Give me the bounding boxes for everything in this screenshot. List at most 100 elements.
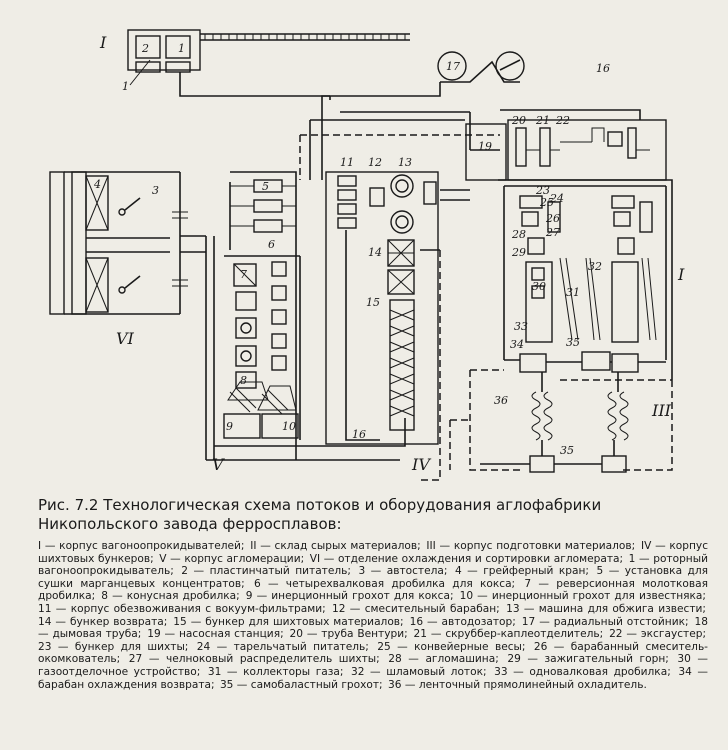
item-number: 19 xyxy=(478,140,492,153)
legend-entry: 10 — инерционный грохот для известняка; xyxy=(459,590,706,603)
item-number: 16 xyxy=(352,428,366,441)
item-number: 34 xyxy=(510,338,524,351)
item-number: 31 xyxy=(566,286,580,299)
item-number: 25 xyxy=(539,196,554,209)
item-number: 29 xyxy=(511,246,526,259)
item-number: 1 xyxy=(122,80,129,93)
legend-entry: 20 — труба Вентури; xyxy=(289,628,408,641)
legend-entry: 6 — четырехвалковая дробилка для кокса; xyxy=(253,577,516,590)
item-number: 10 xyxy=(282,420,296,433)
legend-entry: VI — отделение охлаждения и сортировки а… xyxy=(309,552,624,565)
section-label: IV xyxy=(411,455,431,474)
item-number: 2 xyxy=(141,42,149,55)
legend-entry: 29 — зажигательный горн; xyxy=(507,653,669,666)
item-number: 9 xyxy=(226,420,233,433)
legend-entry: 17 — радиальный отстойник; xyxy=(521,615,689,628)
legend-entry: V — корпус агломерации; xyxy=(159,552,305,565)
legend-entry: III — корпус подготовки материалов; xyxy=(426,540,636,552)
legend-entry: 28 — агломашина; xyxy=(388,653,499,666)
legend-entry: I — корпус вагоноопрокидывателей; xyxy=(38,540,245,552)
main-conveyors xyxy=(180,235,406,461)
legend-entry: 36 — ленточный прямолинейный охладитель. xyxy=(388,678,647,691)
legend-entry: 14 — бункер возврата; xyxy=(38,615,168,628)
legend-entry: 25 — конвейерные весы; xyxy=(377,640,526,653)
item-number: 20 xyxy=(511,114,526,127)
legend-entry: 35 — самобаластный грохот; xyxy=(219,678,383,691)
item-number: 1 xyxy=(178,42,185,55)
legend-entry: 16 — автодозатор; xyxy=(409,615,516,628)
legend-entry: 3 — автостела; xyxy=(358,565,448,578)
flow-diagram: I VI V IV I III 2 1 17 16 3 4 5 6 7 8 9 … xyxy=(49,29,685,481)
section-label: III xyxy=(651,401,672,420)
section-label: I xyxy=(677,265,685,284)
item-number: 23 xyxy=(535,184,550,197)
legend-entry: 13 — машина для обжига извести; xyxy=(506,602,706,615)
legend-entry: 26 — барабанный смеситель-окомкователь; xyxy=(38,640,709,666)
legend-entry: 24 — тарельчатый питатель; xyxy=(196,640,369,653)
item-number: 30 xyxy=(532,280,546,293)
legend-entry: 11 — корпус обезвоживания с вокуум-фильт… xyxy=(38,602,326,615)
legend-entry: 21 — скруббер-каплеотделитель; xyxy=(413,628,604,641)
legend-entry: 7 — реверсионная молотковая дробилка; xyxy=(38,577,709,603)
coolers-block xyxy=(449,372,629,473)
legend-entry: 18 — дымовая труба; xyxy=(38,615,709,641)
legend-entry: 32 — шламовый лоток; xyxy=(351,665,487,678)
legend-entry: 1 — роторный вагоноопрокидыватель; xyxy=(38,552,708,578)
legend-entry: 31 — коллекторы газа; xyxy=(207,665,344,678)
item-number: 35 xyxy=(560,444,574,457)
charge-bunkers-block xyxy=(325,171,470,481)
car-dumper-block xyxy=(127,29,410,86)
figure-caption: Рис. 7.2 Технологическая схема потоков и… xyxy=(38,496,708,691)
legend-entry: II — склад сырых материалов; xyxy=(250,540,421,552)
item-number: 33 xyxy=(514,320,528,333)
item-number: 11 xyxy=(340,156,354,169)
section-vi-block xyxy=(49,171,188,315)
legend-entry: 8 — конусная дробилка; xyxy=(101,590,240,603)
item-number: 3 xyxy=(152,184,159,197)
section-label: V xyxy=(212,455,225,474)
item-number: 6 xyxy=(268,238,275,251)
legend-entry: 15 — бункер для шихтовых материалов; xyxy=(173,615,404,628)
item-number: 8 xyxy=(240,374,247,387)
item-number: 16 xyxy=(596,62,610,75)
legend-entry: 27 — челноковый распределитель шихты; xyxy=(128,653,380,666)
legend-entry: 23 — бункер для шихты; xyxy=(38,640,189,653)
preparation-block xyxy=(223,171,301,460)
top-pipelines xyxy=(179,51,641,180)
agglomeration-block xyxy=(469,179,673,471)
caption-legend: I — корпус вагоноопрокидывателей; II — с… xyxy=(38,540,708,691)
item-number: 14 xyxy=(368,246,382,259)
legend-entry: 5 — установка для сушки марганцевых конц… xyxy=(38,565,709,590)
legend-entry: 2 — пластинчатый питатель; xyxy=(181,565,351,578)
item-number: 26 xyxy=(545,212,560,225)
item-number: 22 xyxy=(555,114,570,127)
legend-entry: 33 — одновалковая дробилка; xyxy=(494,665,671,678)
legend-entry: 34 — барабан охлаждения возврата; xyxy=(38,665,708,691)
caption-title: Рис. 7.2 Технологическая схема потоков и… xyxy=(38,496,602,533)
item-number: 4 xyxy=(93,178,101,191)
item-number: 35 xyxy=(566,336,580,349)
item-number: 13 xyxy=(398,156,412,169)
item-number: 36 xyxy=(494,394,508,407)
item-number: 15 xyxy=(366,296,380,309)
legend-entry: 4 — грейферный кран; xyxy=(454,565,589,578)
item-number: 24 xyxy=(549,192,564,205)
section-label: VI xyxy=(116,329,135,348)
item-number: 21 xyxy=(535,114,550,127)
legend-entry: 9 — инерционный грохот для кокса; xyxy=(245,590,454,603)
item-number: 7 xyxy=(240,268,247,281)
item-number: 27 xyxy=(545,226,560,239)
section-label: I xyxy=(99,33,107,52)
item-numbers: 2 1 17 16 3 4 5 6 7 8 9 10 11 12 13 14 1… xyxy=(93,42,610,457)
diagram-canvas: I VI V IV I III 2 1 17 16 3 4 5 6 7 8 9 … xyxy=(49,29,685,481)
item-number: 12 xyxy=(368,156,382,169)
item-number: 32 xyxy=(588,260,602,273)
legend-entry: 22 — эксгаустер; xyxy=(609,628,707,641)
legend-entry: 30 — газоотделочное устройство; xyxy=(38,653,708,678)
section-labels: I VI V IV I III xyxy=(99,33,685,474)
item-number: 17 xyxy=(446,60,460,73)
legend-entry: IV — корпус шихтовых бункеров; xyxy=(38,540,709,565)
legend-entry: 12 — смесительный барабан; xyxy=(332,602,500,615)
item-number: 5 xyxy=(262,180,269,193)
item-number: 28 xyxy=(511,228,526,241)
